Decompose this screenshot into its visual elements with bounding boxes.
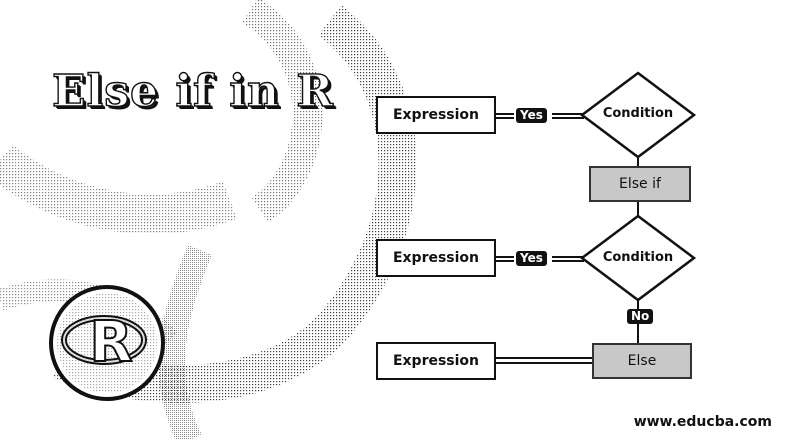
r-logo-icon (49, 285, 165, 401)
page-title: Else if in R (51, 65, 334, 117)
expression-box-1: Expression (376, 96, 496, 134)
condition-label-2: Condition (602, 250, 674, 265)
yes-label-1: Yes (516, 108, 547, 123)
watermark-url: www.educba.com (633, 414, 772, 430)
condition-diamond-2 (579, 214, 697, 302)
yes-label-2: Yes (516, 251, 547, 266)
else-box: Else (592, 343, 692, 379)
r-logo-letter: R (88, 309, 133, 376)
else-if-box: Else if (589, 166, 691, 202)
condition-label-1: Condition (602, 106, 674, 121)
expression-box-2: Expression (376, 239, 496, 277)
condition-diamond-1 (579, 71, 697, 159)
no-label: No (627, 309, 654, 324)
expression-box-3: Expression (376, 342, 496, 380)
